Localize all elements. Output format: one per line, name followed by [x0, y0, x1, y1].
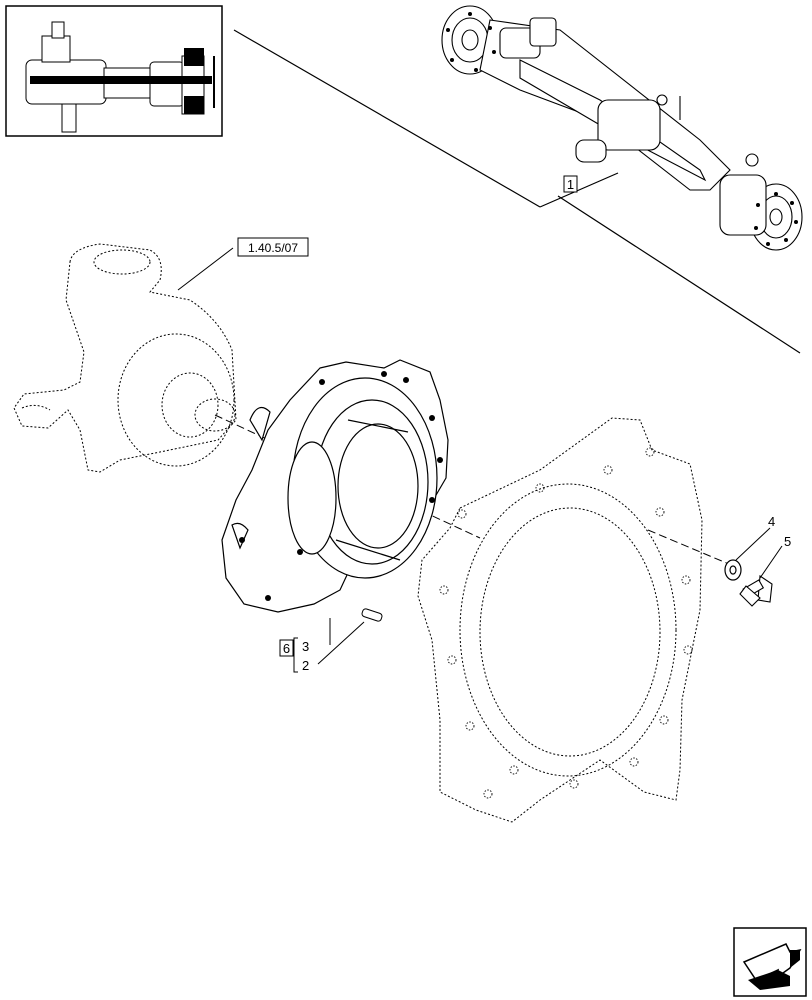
steering-knuckle [13, 243, 237, 473]
svg-text:1: 1 [567, 177, 574, 192]
axle-assembly-icon [441, 5, 803, 251]
label-knuckle-ref[interactable]: 1.40.5/07 [237, 237, 309, 257]
axle-thumbnail-icon[interactable] [5, 5, 223, 137]
svg-text:1.40.5/07: 1.40.5/07 [248, 241, 298, 255]
callout-5: 5 [784, 534, 791, 549]
svg-text:6: 6 [283, 641, 290, 656]
wheel-hub-carrier [221, 359, 449, 613]
callout-4: 4 [768, 514, 775, 529]
callout-3: 3 [302, 639, 309, 654]
dowel-pin [361, 608, 383, 622]
bolt [739, 575, 773, 607]
next-page-arrow-icon[interactable] [733, 927, 807, 997]
washer [724, 559, 742, 581]
callout-2: 2 [302, 658, 309, 673]
flange-plate [417, 417, 703, 823]
label-assembly[interactable]: 1 [563, 175, 578, 193]
label-kit[interactable]: 6 [279, 639, 294, 657]
